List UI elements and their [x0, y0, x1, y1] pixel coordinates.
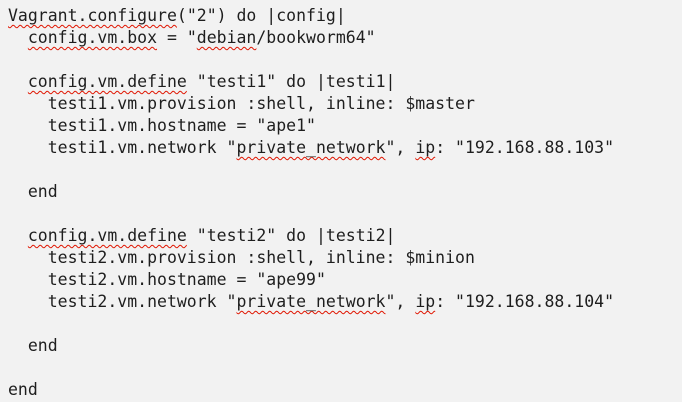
misspelled-word: private_network	[236, 292, 386, 311]
code-line: testi1.vm.hostname = "ape1"	[8, 115, 682, 137]
misspelled-word: config.vm.define	[27, 72, 187, 91]
code-text: end	[8, 336, 58, 355]
code-text: end	[8, 182, 58, 201]
code-text: = "	[157, 28, 197, 47]
code-line: config.vm.box = "debian/bookworm64"	[8, 27, 682, 49]
code-text: "testi1" do |testi1|	[186, 72, 396, 91]
code-line: testi2.vm.network "private_network", ip:…	[8, 291, 682, 313]
code-text: testi1.vm.provision :shell, inline: $mas…	[8, 94, 475, 113]
code-text: testi1.vm.network "	[8, 138, 237, 157]
code-line: end	[8, 335, 682, 357]
code-text: ",	[385, 138, 416, 157]
code-text: "testi2" do |testi2|	[186, 226, 396, 245]
code-content: Vagrant.configure("2") do |config| confi…	[8, 5, 682, 401]
code-text	[8, 226, 28, 245]
code-line: end	[8, 181, 682, 203]
blank-line	[8, 49, 682, 71]
code-text: testi1.vm.hostname = "ape1"	[8, 116, 316, 135]
blank-line	[8, 313, 682, 335]
misspelled-word: config.vm.box	[27, 28, 158, 47]
misspelled-word: config.vm.define	[27, 226, 187, 245]
code-text	[8, 28, 28, 47]
blank-line	[8, 357, 682, 379]
code-text: /bookworm64"	[256, 28, 376, 47]
code-text: ("2") do |config|	[176, 6, 346, 25]
code-text: : "192.168.88.103"	[435, 138, 614, 157]
blank-line	[8, 203, 682, 225]
misspelled-word: ip	[415, 138, 436, 157]
code-line: testi2.vm.hostname = "ape99"	[8, 269, 682, 291]
code-line: end	[8, 379, 682, 401]
misspelled-word: ip	[415, 292, 436, 311]
code-text	[8, 72, 28, 91]
code-line: testi1.vm.provision :shell, inline: $mas…	[8, 93, 682, 115]
code-line: testi2.vm.provision :shell, inline: $min…	[8, 247, 682, 269]
code-text: testi2.vm.hostname = "ape99"	[8, 270, 326, 289]
code-line: config.vm.define "testi1" do |testi1|	[8, 71, 682, 93]
code-text: end	[8, 380, 38, 399]
code-text: : "192.168.88.104"	[435, 292, 614, 311]
code-text: ",	[385, 292, 416, 311]
code-line: config.vm.define "testi2" do |testi2|	[8, 225, 682, 247]
misspelled-word: private_network	[236, 138, 386, 157]
code-text: testi2.vm.network "	[8, 292, 237, 311]
misspelled-word: debian	[196, 28, 257, 47]
code-line: Vagrant.configure("2") do |config|	[8, 5, 682, 27]
misspelled-word: Vagrant.configure	[8, 6, 177, 25]
code-line: testi1.vm.network "private_network", ip:…	[8, 137, 682, 159]
blank-line	[8, 159, 682, 181]
code-text: testi2.vm.provision :shell, inline: $min…	[8, 248, 475, 267]
